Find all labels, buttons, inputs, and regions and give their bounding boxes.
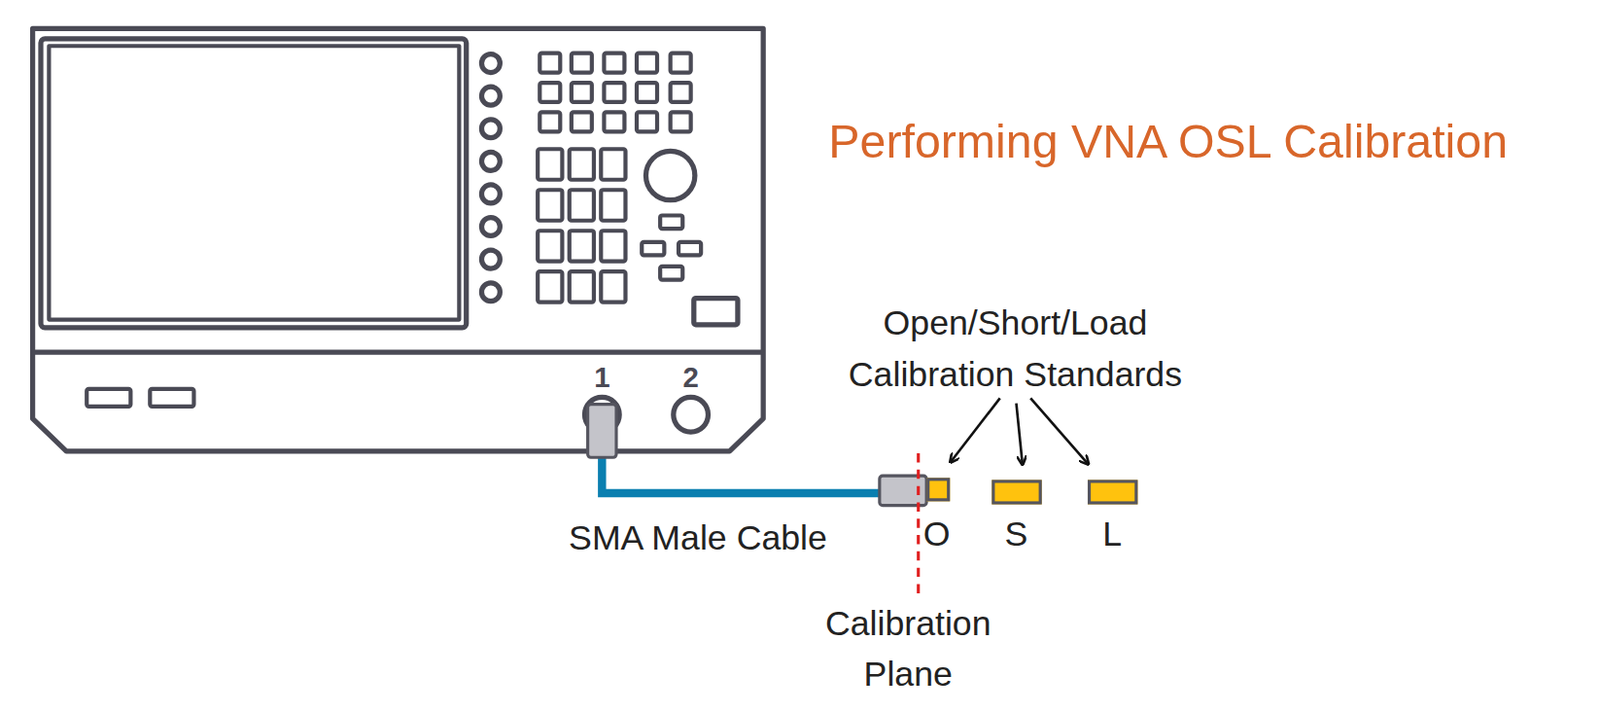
arrow-key (641, 242, 664, 256)
knob (645, 150, 695, 200)
key (600, 230, 626, 261)
arrow-key (660, 266, 683, 280)
key (603, 111, 625, 132)
arrow-key (660, 214, 683, 229)
key (537, 189, 562, 220)
standard-label: S (1005, 507, 1029, 558)
usb-slot (86, 388, 131, 407)
softkey (481, 282, 500, 302)
leader-arrow (1016, 403, 1023, 464)
key (603, 82, 625, 103)
softkey (481, 119, 500, 139)
key (636, 82, 658, 103)
key (571, 82, 592, 103)
instrument-body (33, 28, 765, 452)
key (569, 148, 594, 179)
key (539, 53, 560, 73)
key (571, 53, 592, 73)
softkey (481, 54, 500, 73)
usb-slot (149, 388, 194, 407)
key (670, 53, 692, 73)
title: Performing VNA OSL Calibration (828, 111, 1508, 170)
screen-bezel (40, 38, 467, 328)
panel-divider (33, 349, 765, 355)
sma-connector (588, 404, 617, 458)
keypad (537, 53, 691, 303)
calibration-standard (991, 479, 1042, 504)
button (694, 298, 738, 325)
key (539, 82, 560, 103)
key (600, 148, 626, 179)
screen (48, 45, 459, 319)
key (569, 189, 594, 220)
key (636, 111, 658, 132)
port-number: 2 (682, 361, 698, 395)
leader-arrow (1030, 397, 1088, 463)
standard-label: O (923, 507, 951, 558)
key (569, 271, 594, 302)
key (537, 148, 562, 179)
cable-label: SMA Male Cable (568, 511, 828, 562)
key (603, 53, 625, 73)
standard-label: L (1102, 507, 1122, 558)
key (537, 271, 562, 302)
key (670, 82, 692, 103)
key (537, 230, 562, 261)
calibration-standard (926, 477, 950, 501)
port-connector (673, 396, 709, 432)
cable (601, 453, 884, 493)
key (569, 230, 594, 261)
key (571, 111, 592, 132)
calibration-plane-line (916, 452, 920, 598)
softkey (481, 151, 500, 171)
softkey (481, 184, 500, 204)
key (539, 111, 560, 132)
softkeys (481, 54, 500, 302)
calibration-standard (1087, 479, 1138, 504)
arrow-key (678, 242, 701, 256)
key (636, 53, 658, 73)
softkey (481, 249, 500, 269)
plane-label: Calibration Plane (800, 596, 1015, 699)
key (670, 111, 692, 132)
key (600, 271, 626, 302)
softkey (481, 217, 500, 237)
standards-label: Open/Short/Load Calibration Standards (811, 296, 1220, 399)
key (600, 189, 626, 220)
softkey (481, 86, 500, 105)
leader-arrow (950, 397, 1000, 461)
port-number: 1 (593, 361, 610, 395)
